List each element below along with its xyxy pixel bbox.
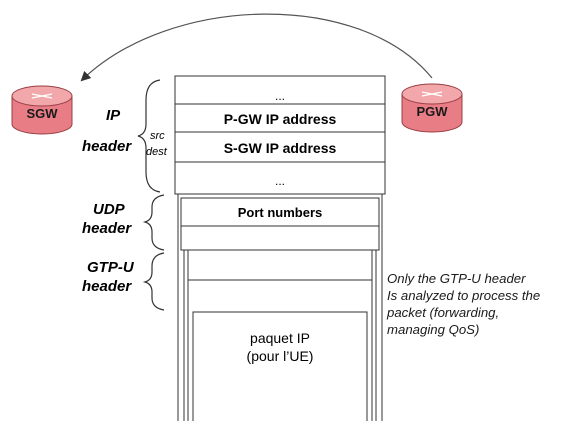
src-label: src	[150, 130, 165, 142]
pgw-ip-address-field: P-GW IP address	[224, 111, 337, 127]
payload-label-line2: (pour l’UE)	[247, 348, 314, 364]
ip-ellipsis-top: ...	[275, 89, 285, 103]
pgw-router-icon: PGW	[401, 83, 463, 133]
gtpu-header-brace	[142, 252, 165, 311]
ip-header-label-line2: header	[82, 138, 132, 155]
payload-box	[192, 311, 368, 421]
ip-ellipsis-bottom: ...	[275, 174, 285, 188]
note-line-4: managing QoS)	[387, 322, 480, 337]
tunnel-arrow	[80, 13, 433, 82]
udp-header-box	[180, 197, 380, 251]
udp-header-label-line2: header	[82, 220, 132, 237]
ip-header-label-line1: IP	[106, 107, 121, 124]
gtpu-analysis-note: Only the GTP-U header Is analyzed to pro…	[387, 270, 572, 338]
sgw-label: SGW	[26, 106, 58, 121]
note-line-1: Only the GTP-U header	[387, 271, 526, 286]
udp-header-label-line1: UDP	[93, 201, 126, 218]
gtpu-header-label-line2: header	[82, 278, 132, 295]
sgw-ip-address-field: S-GW IP address	[224, 140, 337, 156]
payload-label-line1: paquet IP	[250, 330, 310, 346]
ip-header-brace	[137, 79, 161, 193]
port-numbers-field: Port numbers	[238, 205, 323, 220]
gtpu-header-label-line1: GTP-U	[87, 259, 135, 276]
sgw-router-icon: SGW	[11, 85, 73, 135]
note-line-3: packet (forwarding,	[387, 305, 500, 320]
note-line-2: Is analyzed to process the	[387, 288, 541, 303]
dest-label: dest	[146, 146, 168, 158]
pgw-label: PGW	[416, 104, 448, 119]
ip-header-box	[174, 75, 386, 195]
udp-header-brace	[142, 194, 165, 251]
